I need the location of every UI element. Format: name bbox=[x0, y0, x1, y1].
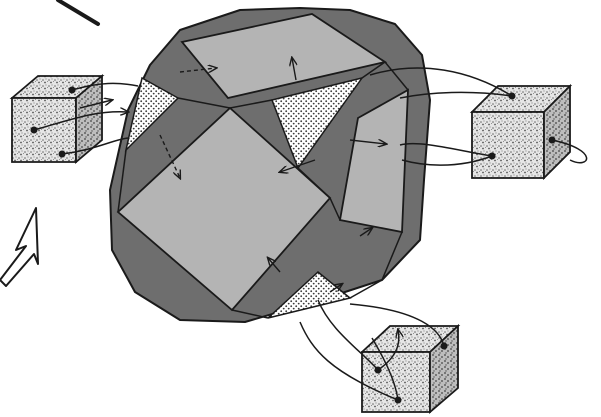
right-cube bbox=[472, 86, 570, 178]
pointer-arrow bbox=[0, 208, 38, 286]
right-cube-front bbox=[472, 112, 544, 178]
left-cube-front bbox=[12, 98, 76, 162]
corner-stroke bbox=[58, 0, 98, 24]
bottom-cube-front bbox=[362, 352, 430, 412]
polyhedron bbox=[110, 8, 430, 322]
